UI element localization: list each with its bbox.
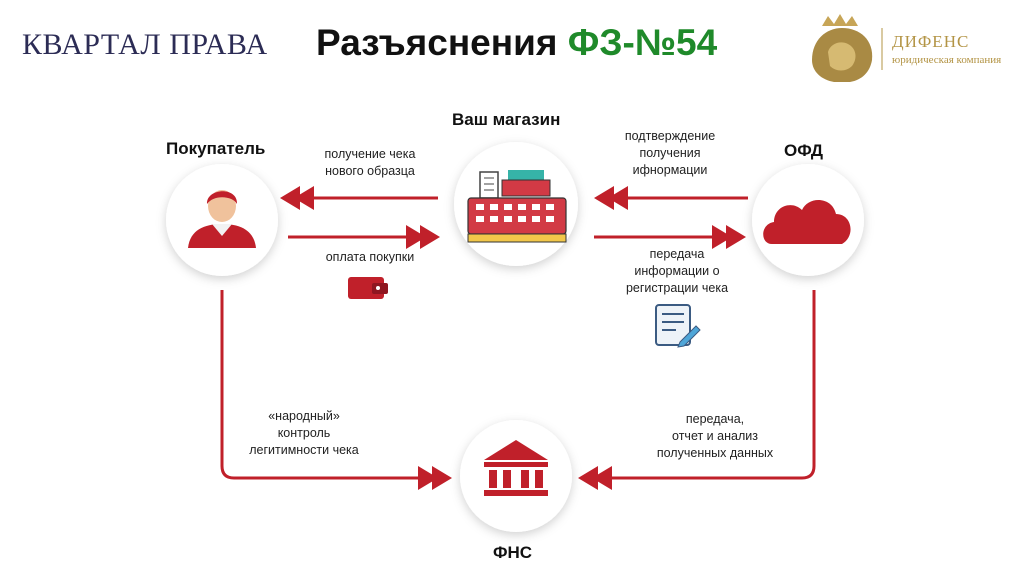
cloud-icon bbox=[763, 199, 851, 244]
label-transfer-report: передача, отчет и анализ полученных данн… bbox=[640, 411, 790, 462]
label-line: передача bbox=[649, 247, 705, 261]
fns-label: ФНС bbox=[493, 543, 533, 562]
title-main: Разъяснения bbox=[316, 22, 568, 63]
label-people-control: «народный» контроль легитимности чека bbox=[236, 408, 372, 459]
label-line: «народный» bbox=[268, 409, 340, 423]
arrowhead-right-2 bbox=[712, 225, 746, 249]
label-transfer-info: передача информации о регистрации чека bbox=[612, 246, 742, 297]
shop-label: Ваш магазин bbox=[452, 110, 561, 129]
label-line: нового образца bbox=[325, 164, 415, 178]
label-payment: оплата покупки bbox=[310, 249, 430, 266]
wallet-icon bbox=[348, 277, 388, 299]
document-edit-icon bbox=[655, 304, 701, 348]
buyer-person-icon bbox=[188, 190, 256, 248]
label-line: легитимности чека bbox=[249, 443, 359, 457]
arrowhead-left-3 bbox=[578, 466, 612, 490]
arrowhead-left-2 bbox=[594, 186, 628, 210]
label-line: информации о bbox=[634, 264, 720, 278]
page-title: Разъяснения ФЗ-№54 bbox=[316, 22, 717, 64]
label-line: контроль bbox=[277, 426, 331, 440]
arrowhead-right-1 bbox=[406, 225, 440, 249]
arrowheads bbox=[280, 186, 746, 490]
title-accent: ФЗ-№54 bbox=[567, 22, 718, 63]
label-line: получение чека bbox=[324, 147, 416, 161]
label-line: получения bbox=[639, 146, 701, 160]
label-line: регистрации чека bbox=[625, 281, 729, 295]
label-line: отчет и анализ bbox=[672, 429, 758, 443]
ofd-label: ОФД bbox=[784, 141, 823, 160]
label-line: ифнормации bbox=[632, 163, 708, 177]
arrow-control-line bbox=[220, 290, 420, 480]
label-line: полученных данных bbox=[656, 446, 774, 460]
label-line: подтверждение bbox=[624, 129, 716, 143]
arrow-report-line bbox=[598, 290, 816, 480]
arrowhead-left-1 bbox=[280, 186, 314, 210]
label-receipt: получение чека нового образца bbox=[310, 146, 430, 180]
difens-logo-name: ДИФЕНС bbox=[892, 32, 970, 51]
label-line: передача, bbox=[685, 412, 745, 426]
cash-register-icon bbox=[467, 170, 567, 243]
fns-circle bbox=[460, 420, 572, 532]
difens-logo-subtitle: юридическая компания bbox=[892, 54, 1002, 66]
kvartal-prava-logo: КВАРТАЛ ПРАВА bbox=[22, 28, 268, 61]
bank-building-icon bbox=[484, 440, 548, 496]
lion-logo-icon bbox=[812, 14, 883, 82]
label-line: оплата покупки bbox=[325, 250, 415, 264]
buyer-label: Покупатель bbox=[166, 139, 266, 158]
arrowhead-right-3 bbox=[418, 466, 452, 490]
flow-arrows bbox=[220, 196, 816, 480]
label-confirm: подтверждение получения ифнормации bbox=[605, 128, 735, 179]
